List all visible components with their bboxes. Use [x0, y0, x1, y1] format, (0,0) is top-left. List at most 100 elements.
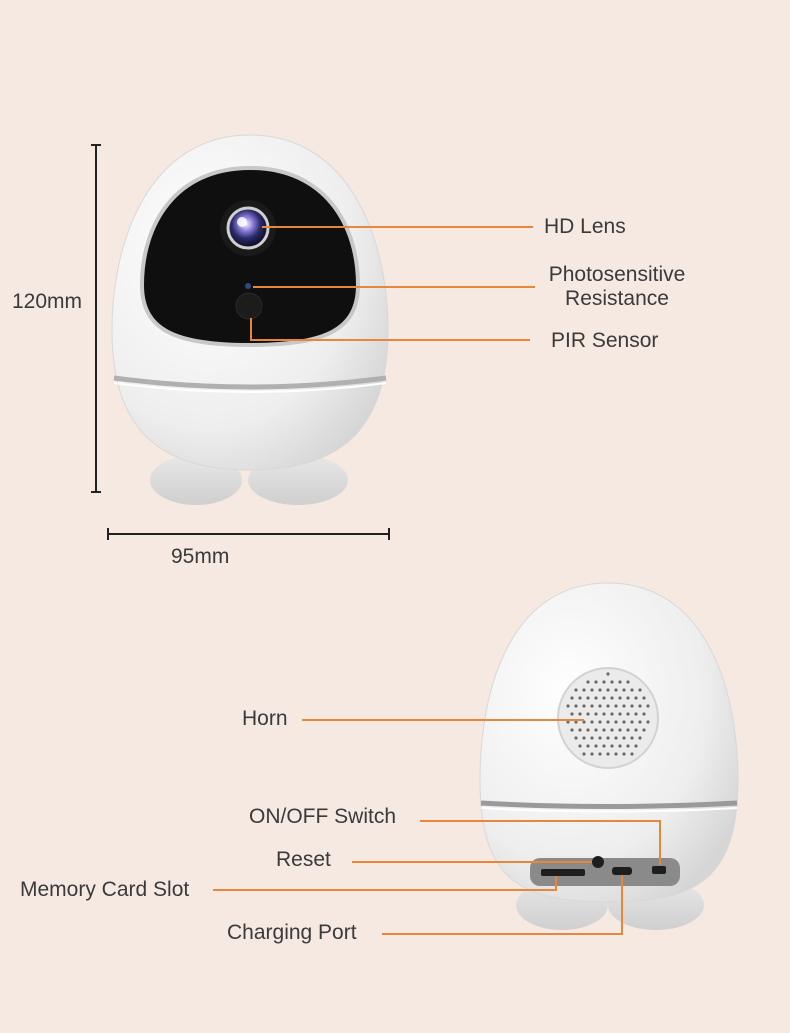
grille-hole [646, 720, 650, 724]
grille-hole [626, 728, 630, 732]
grille-hole [594, 696, 598, 700]
horn-label: Horn [242, 707, 288, 730]
front-leader-lines [250, 226, 535, 341]
port-panel [530, 858, 680, 886]
grille-hole [590, 720, 594, 724]
grille-hole [578, 744, 582, 748]
grille-hole [570, 728, 574, 732]
grille-hole [614, 752, 618, 756]
grille-hole [622, 704, 626, 708]
reset-hole [592, 856, 604, 868]
grille-hole [590, 736, 594, 740]
grille-hole [598, 720, 602, 724]
grille-hole [574, 704, 578, 708]
grille-hole [618, 728, 622, 732]
speaker-grille [557, 667, 659, 769]
grille-hole [618, 696, 622, 700]
grille-hole [622, 720, 626, 724]
grille-hole [622, 752, 626, 756]
hd-lens-label: HD Lens [544, 215, 626, 238]
grille-hole [574, 736, 578, 740]
grille-hole [626, 744, 630, 748]
photosensitive-line1: Photosensitive [548, 263, 686, 286]
grille-hole [574, 720, 578, 724]
grille-hole [630, 704, 634, 708]
back-leader-lines [213, 719, 661, 935]
grille-hole [618, 680, 622, 684]
grille-hole [606, 688, 610, 692]
grille-hole [618, 712, 622, 716]
grille-hole [582, 736, 586, 740]
grille-hole [578, 696, 582, 700]
grille-hole [598, 752, 602, 756]
charging-port-leader [382, 875, 623, 935]
front-camera [111, 134, 389, 505]
grille-hole [610, 696, 614, 700]
grille-hole [598, 688, 602, 692]
photosensitive-resistance-label: Photosensitive Resistance [536, 263, 698, 311]
grille-hole [626, 696, 630, 700]
photosensitive-line2: Resistance [565, 287, 669, 310]
front-band [113, 375, 387, 390]
width-dimension [107, 528, 390, 540]
grille-hole [638, 720, 642, 724]
grille-hole [610, 680, 614, 684]
grille-hole [598, 704, 602, 708]
grille-hole [634, 696, 638, 700]
grille-hole [594, 744, 598, 748]
grille-hole [634, 744, 638, 748]
charging-port [612, 867, 632, 875]
grille-hole [586, 744, 590, 748]
memory-card-slot-label: Memory Card Slot [20, 878, 190, 901]
grille-hole [606, 720, 610, 724]
grille-hole [626, 712, 630, 716]
grille-hole [614, 736, 618, 740]
grille-hole [602, 680, 606, 684]
grille-hole [602, 696, 606, 700]
grille-hole [602, 712, 606, 716]
grille-hole [642, 712, 646, 716]
grille-hole [582, 752, 586, 756]
grille-hole [606, 736, 610, 740]
grille-hole [626, 680, 630, 684]
grille-hole [630, 720, 634, 724]
grille-hole [598, 736, 602, 740]
grille-hole [642, 728, 646, 732]
grille-hole [602, 744, 606, 748]
pir-sensor-label: PIR Sensor [551, 329, 659, 352]
grille-hole [570, 712, 574, 716]
grille-hole [594, 712, 598, 716]
charging-port-label: Charging Port [227, 921, 357, 944]
grille-hole [586, 680, 590, 684]
grille-hole [610, 712, 614, 716]
grille-hole [586, 696, 590, 700]
grille-hole [586, 728, 590, 732]
grille-hole [606, 704, 610, 708]
grille-hole [614, 688, 618, 692]
grille-hole [590, 688, 594, 692]
height-dimension [91, 144, 101, 493]
width-dimension-label: 95mm [171, 545, 230, 568]
grille-hole [566, 720, 570, 724]
grille-hole [582, 688, 586, 692]
grille-hole [606, 672, 610, 676]
back-camera [479, 582, 739, 930]
photosensitive-dot [245, 283, 251, 289]
grille-hole [594, 728, 598, 732]
grille-hole [642, 696, 646, 700]
pir-sensor-leader [250, 318, 530, 341]
grille-hole [634, 712, 638, 716]
grille-hole [622, 736, 626, 740]
grille-hole [622, 688, 626, 692]
grille-hole [610, 744, 614, 748]
grille-hole [582, 720, 586, 724]
grille-hole [618, 744, 622, 748]
grille-hole [638, 736, 642, 740]
grille-hole [630, 688, 634, 692]
grille-hole [594, 680, 598, 684]
grille-hole [630, 752, 634, 756]
grille-hole [570, 696, 574, 700]
grille-hole [582, 704, 586, 708]
grille-hole [574, 688, 578, 692]
